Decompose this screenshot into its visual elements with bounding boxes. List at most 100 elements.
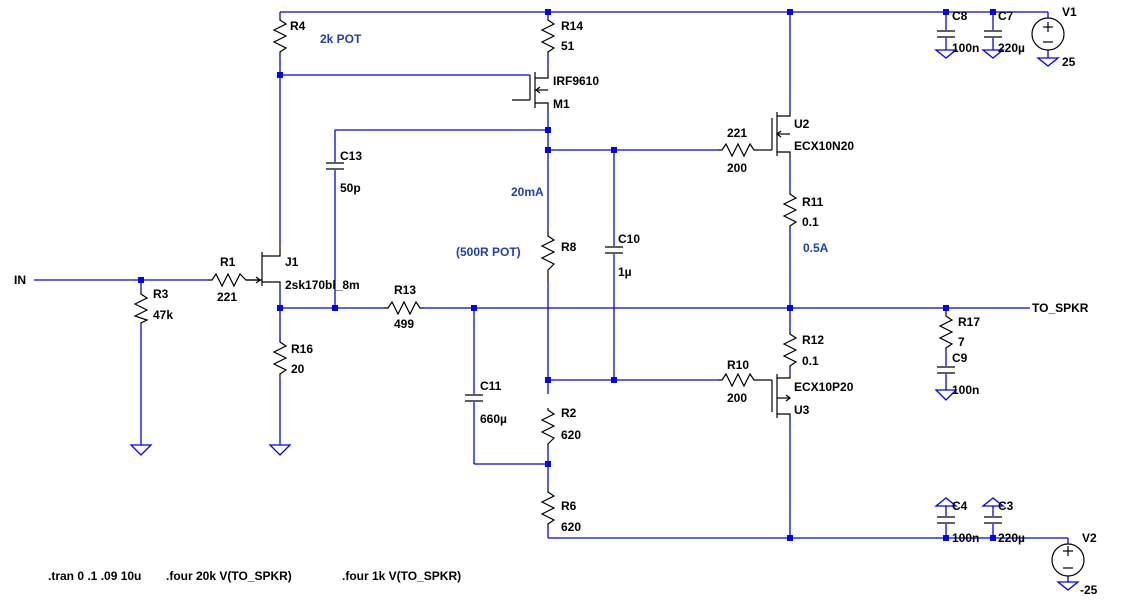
label-r6-value: 620 (561, 520, 581, 534)
label-m1-value: IRF9610 (553, 74, 599, 88)
mosfet-u3 (758, 374, 791, 420)
resistor-r3 (133, 290, 149, 325)
voltage-sources (1031, 17, 1085, 577)
junction-dots (138, 9, 996, 541)
spice-directive-tran: .tran 0 .1 .09 10u (48, 569, 141, 583)
capacitor-c11 (465, 394, 483, 402)
source-v2 (1051, 543, 1085, 577)
capacitor-c10 (605, 246, 623, 254)
label-c13-value: 50p (340, 181, 361, 195)
transistors (246, 68, 791, 420)
label-r17-name: R17 (958, 315, 980, 329)
label-c9-name: C9 (952, 351, 968, 365)
label-c3-value: 220µ (998, 531, 1025, 545)
capacitor-c8 (937, 30, 955, 38)
source-v1 (1031, 17, 1065, 51)
output-label: TO_SPKR (1032, 301, 1089, 315)
label-r8-name: R8 (561, 240, 577, 254)
capacitor-c9 (937, 366, 955, 374)
resistor-r6 (540, 488, 556, 528)
annotation-500r-pot: (500R POT) (456, 245, 521, 259)
label-c8-name: C8 (952, 9, 968, 23)
label-c13-name: C13 (340, 149, 362, 163)
label-c3-name: C3 (998, 499, 1014, 513)
label-r1-value: 221 (217, 290, 237, 304)
label-c10-name: C10 (618, 232, 640, 246)
resistor-r221 (718, 142, 758, 158)
capacitors (326, 30, 1002, 524)
ground-icon (934, 49, 958, 59)
label-r10-value: 200 (727, 391, 747, 405)
label-r13-value: 499 (394, 317, 414, 331)
spice-directive-four-1k: .four 1k V(TO_SPKR) (342, 569, 461, 583)
label-m1-name: M1 (553, 97, 570, 111)
label-r14-name: R14 (561, 19, 583, 33)
label-r2-value: 620 (561, 428, 581, 442)
label-u3-value: ECX10P20 (794, 380, 854, 394)
annotation-2k-pot: 2k POT (320, 32, 362, 46)
label-r3-name: R3 (153, 287, 169, 301)
resistor-r16 (272, 338, 288, 378)
jfet-j1 (246, 246, 281, 290)
label-c11-name: C11 (480, 379, 502, 393)
label-c9-value: 100n (952, 383, 979, 397)
input-label: IN (14, 273, 26, 287)
label-c8-value: 100n (952, 41, 979, 55)
resistor-r12 (782, 330, 798, 370)
annotation-05a: 0.5A (803, 241, 829, 255)
resistor-r2 (540, 408, 556, 448)
ground-icon (981, 49, 1005, 59)
ground-icon (934, 497, 958, 507)
spice-directive-four-20k: .four 20k V(TO_SPKR) (166, 569, 292, 583)
capacitor-c3 (984, 516, 1002, 524)
label-v2-name: V2 (1082, 531, 1097, 545)
ground-icon (1056, 581, 1080, 591)
label-r10-name: R10 (727, 358, 749, 372)
label-r16-name: R16 (291, 342, 313, 356)
label-v2-value: -25 (1080, 583, 1098, 597)
label-r12-name: R12 (802, 333, 824, 347)
resistor-r11 (782, 190, 798, 230)
label-c7-value: 220µ (998, 41, 1025, 55)
label-r11-value: 0.1 (802, 215, 819, 229)
label-j1-name: J1 (285, 255, 299, 269)
label-j1-value: 2sk170bl_8m (285, 278, 360, 292)
ground-icon (268, 444, 292, 456)
label-r3-value: 47k (153, 308, 173, 322)
resistor-r13 (384, 300, 424, 316)
wires (34, 11, 1069, 582)
label-r221-value: 200 (727, 161, 747, 175)
capacitor-c4 (937, 516, 955, 524)
label-r11-name: R11 (802, 195, 824, 209)
label-r4-name: R4 (290, 19, 306, 33)
mosfet-m1 (512, 68, 549, 112)
label-c7-name: C7 (998, 9, 1014, 23)
label-r2-name: R2 (561, 406, 577, 420)
resistor-r10 (718, 372, 758, 388)
label-r1-name: R1 (220, 255, 236, 269)
label-c4-value: 100n (952, 531, 979, 545)
label-r13-name: R13 (394, 283, 416, 297)
ground-icon (1036, 57, 1060, 67)
label-r221-name: 221 (727, 126, 747, 140)
resistors (133, 18, 954, 528)
capacitor-c7 (984, 30, 1002, 38)
resistor-r8 (540, 228, 556, 282)
resistor-r17 (938, 312, 954, 350)
label-v1-name: V1 (1062, 5, 1077, 19)
label-v1-value: 25 (1062, 55, 1076, 69)
label-u2-value: ECX10N20 (794, 139, 854, 153)
resistor-r4 (272, 18, 288, 56)
resistor-r14 (540, 18, 556, 56)
label-r17-value: 7 (958, 335, 965, 349)
label-r12-value: 0.1 (802, 354, 819, 368)
label-c11-value: 660µ (480, 412, 507, 426)
annotation-20ma: 20mA (511, 185, 544, 199)
label-u2-name: U2 (794, 117, 810, 131)
mosfet-u2 (758, 112, 791, 160)
ground-icon (129, 444, 153, 456)
resistor-r1 (208, 272, 250, 288)
label-r6-name: R6 (561, 499, 577, 513)
